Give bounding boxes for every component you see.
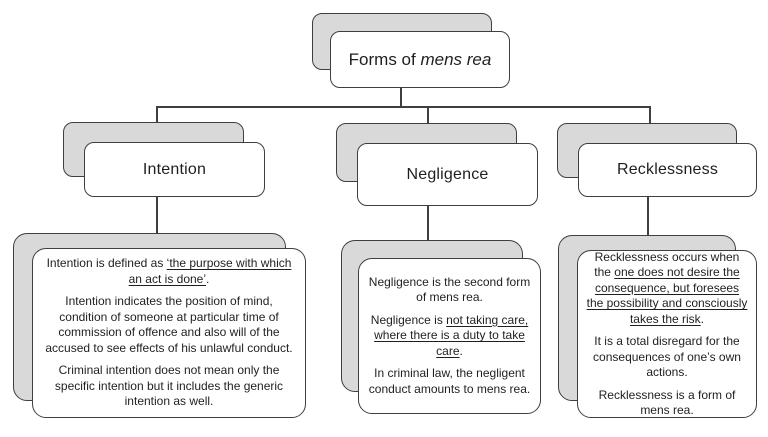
- root-node-box: Forms of mens rea: [330, 31, 510, 88]
- underlined-text-run: one does not desire the consequence, but…: [586, 265, 748, 326]
- recklessness-paragraph-2: It is a total disregard for the conseque…: [586, 334, 748, 381]
- connector-recklessness-detail-line: [647, 196, 649, 236]
- recklessness-node-box: Recklessness: [578, 143, 757, 197]
- text-run: Recklessness is a form of mens rea.: [598, 387, 736, 418]
- text-run: Negligence is the second form of mens re…: [368, 274, 531, 305]
- connector-intention-detail-line: [156, 196, 158, 235]
- connector-drop-negligence-line: [427, 106, 429, 125]
- recklessness-label: Recklessness: [616, 161, 719, 178]
- intention-paragraph-1: Intention is defined as ‘the purpose wit…: [41, 256, 297, 287]
- text-run: Recklessness occurs when the: [594, 249, 740, 280]
- text-run: In criminal law, the negligent conduct a…: [368, 366, 531, 396]
- connector-horizontal-bar-line: [156, 106, 650, 108]
- connector-title-stem-line: [400, 87, 402, 107]
- text-run: Intention indicates the position of mind…: [45, 294, 293, 355]
- text-run: Criminal intention does not mean only th…: [54, 363, 284, 409]
- text-run: Negligence is: [370, 312, 447, 327]
- intention-paragraph-3: Criminal intention does not mean only th…: [41, 363, 297, 410]
- intention-label: Intention: [142, 160, 207, 178]
- negligence-paragraph-1: Negligence is the second form of mens re…: [367, 275, 532, 306]
- recklessness-paragraph-1: Recklessness occurs when the one does no…: [586, 250, 748, 328]
- negligence-paragraph-2: Negligence is not taking care, where the…: [367, 313, 532, 360]
- negligence-paragraph-3: In criminal law, the negligent conduct a…: [367, 366, 532, 397]
- root-title-plain-run: Forms of: [348, 49, 421, 69]
- underlined-text-run: not taking care, where there is a duty t…: [374, 312, 529, 358]
- root-title-italic-run: mens rea: [420, 49, 492, 69]
- text-run: Intention is defined as: [46, 256, 167, 271]
- recklessness-detail-box: Recklessness occurs when the one does no…: [577, 250, 757, 418]
- text-run: .: [700, 311, 705, 326]
- intention-detail-box: Intention is defined as ‘the purpose wit…: [32, 248, 306, 418]
- negligence-detail-box: Negligence is the second form of mens re…: [358, 258, 541, 414]
- connector-drop-intention-line: [156, 106, 158, 124]
- intention-paragraph-2: Intention indicates the position of mind…: [41, 294, 297, 356]
- text-run: .: [206, 271, 210, 286]
- connector-drop-recklessness-line: [649, 106, 651, 125]
- recklessness-paragraph-3: Recklessness is a form of mens rea.: [586, 388, 748, 419]
- connector-negligence-detail-line: [427, 205, 429, 241]
- text-run: It is a total disregard for the conseque…: [593, 334, 741, 379]
- underlined-text-run: ‘the purpose with which an act is done’: [128, 256, 292, 286]
- negligence-label: Negligence: [406, 165, 489, 183]
- negligence-node-box: Negligence: [357, 143, 538, 206]
- text-run: .: [459, 343, 463, 358]
- root-title: Forms of mens rea: [349, 50, 492, 70]
- intention-node-box: Intention: [84, 142, 265, 197]
